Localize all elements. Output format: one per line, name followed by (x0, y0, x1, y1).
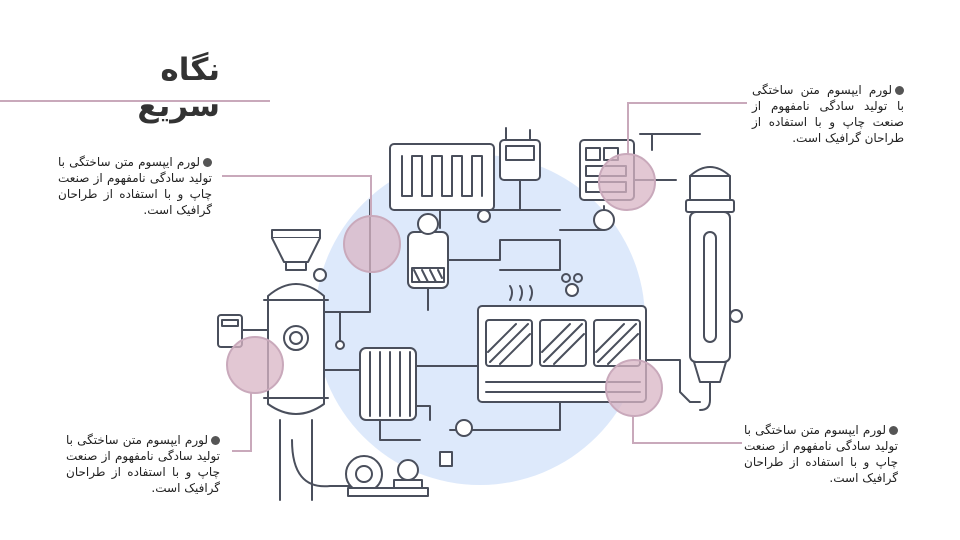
callout-top-left: لورم ایپسوم متن ساختگی با تولید سادگی نا… (58, 154, 212, 218)
left-control-box (217, 314, 269, 348)
tall-column-right (645, 166, 743, 411)
left-tank (263, 229, 329, 501)
callout-bottom-left: لورم ایپسوم متن ساختگی با تولید سادگی نا… (66, 432, 220, 496)
callout-text: لورم ایپسوم متن ساختگی با تولید سادگی نا… (58, 155, 212, 217)
highlight-circles (226, 153, 663, 417)
highlight-circle-outlet (605, 359, 663, 417)
center-pump-unit (407, 209, 561, 311)
leader-line-top-left-h (222, 175, 372, 177)
page-title: نگاه سریع (137, 52, 220, 124)
bottom-pump-motor (345, 451, 453, 497)
bullet-icon (211, 436, 220, 445)
highlight-circle-valve (343, 215, 401, 273)
leader-line-top-left-v (370, 175, 372, 217)
bullet-icon (203, 158, 212, 167)
leader-line-bottom-left-h (232, 450, 252, 452)
callout-top-right: لورم ایپسوم متن ساختگی با تولید سادگی نا… (752, 82, 904, 146)
callout-bottom-right: لورم ایپسوم متن ساختگی با تولید سادگی نا… (744, 422, 898, 486)
highlight-circle-panel (598, 153, 656, 211)
leader-line-bottom-right-v (632, 416, 634, 444)
title-underline (0, 100, 270, 102)
main-reactor-block (439, 273, 647, 437)
highlight-circle-gauge (226, 336, 284, 394)
bullet-icon (889, 426, 898, 435)
top-instrument (499, 127, 541, 211)
leader-line-bottom-left-v (250, 392, 252, 452)
heat-exchanger (359, 347, 471, 441)
callout-text: لورم ایپسوم متن ساختگی با تولید سادگی نا… (752, 83, 904, 145)
callout-text: لورم ایپسوم متن ساختگی با تولید سادگی نا… (744, 423, 898, 485)
coil-tank (389, 143, 495, 229)
bullet-icon (895, 86, 904, 95)
leader-line-top-right-h (627, 102, 747, 104)
callout-text: لورم ایپسوم متن ساختگی با تولید سادگی نا… (66, 433, 220, 495)
leader-line-top-right-v (627, 102, 629, 154)
leader-line-bottom-right-h (632, 442, 742, 444)
